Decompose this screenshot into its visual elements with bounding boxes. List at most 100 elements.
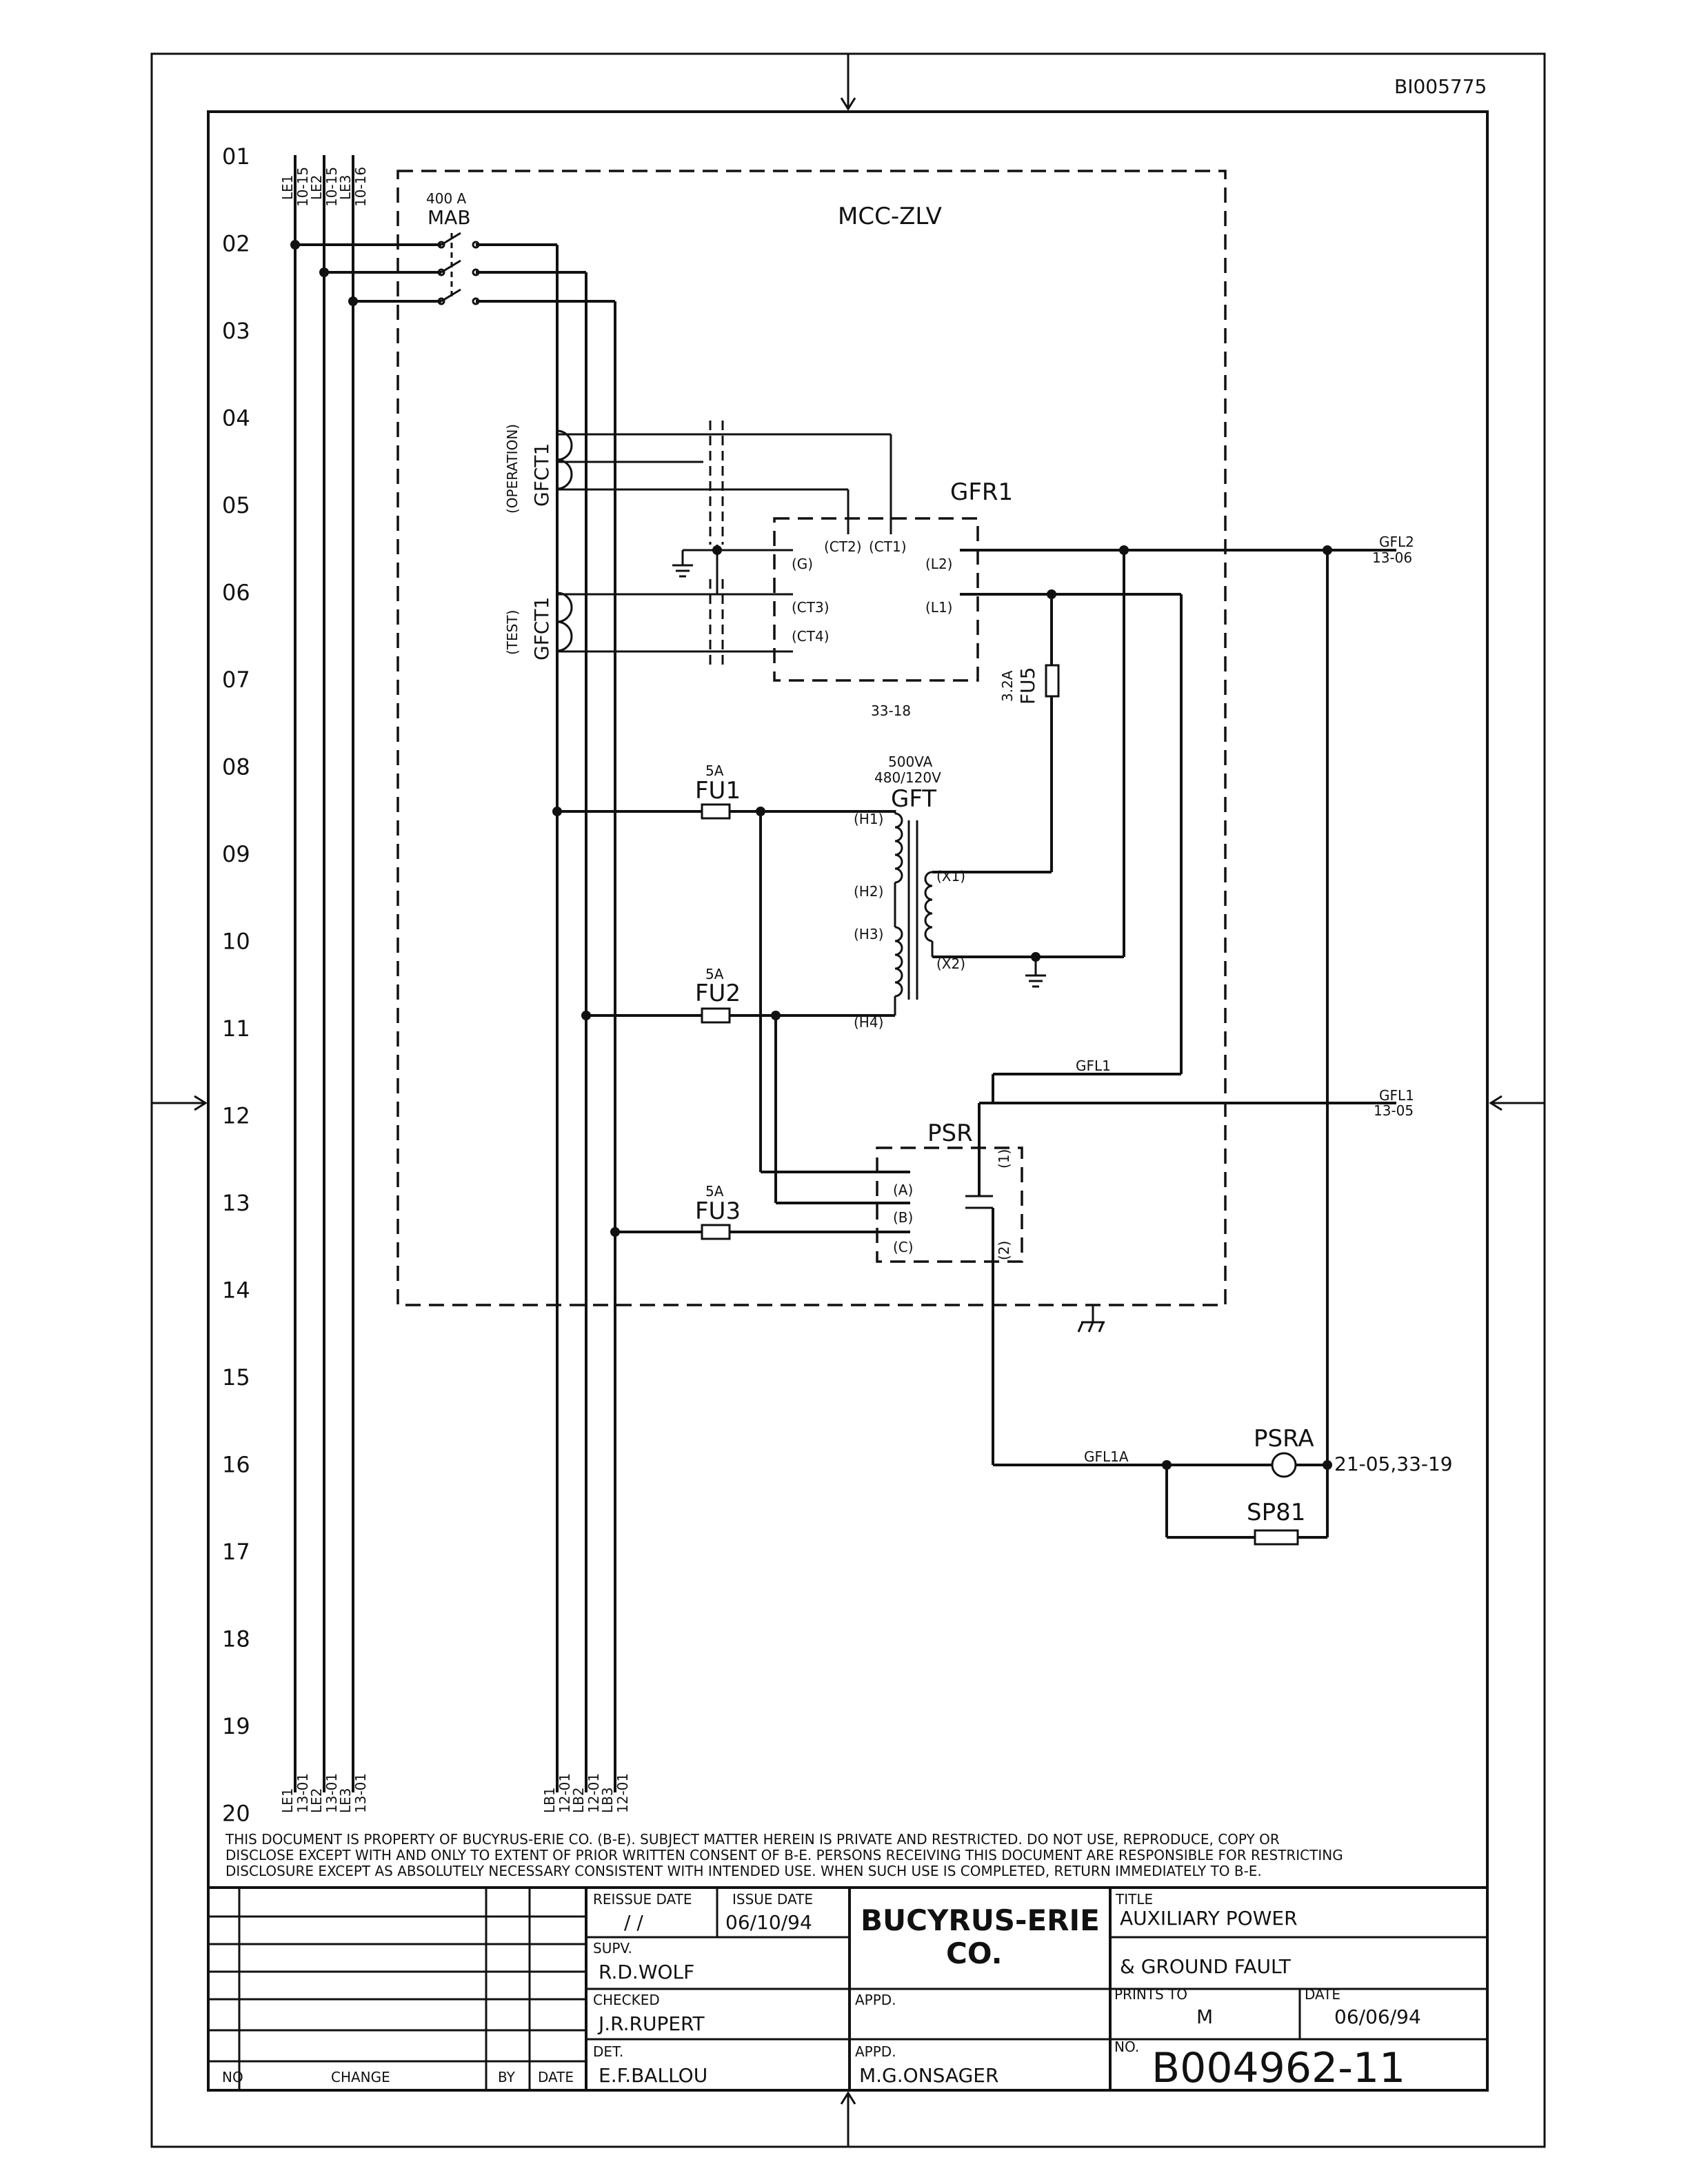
row-label: 10: [222, 929, 250, 955]
det-name: E.F.BALLOU: [599, 2064, 707, 2087]
gfl2-ref: 13-06: [1372, 549, 1412, 566]
row-label: 13: [222, 1190, 250, 1216]
mcc-label: MCC-ZLV: [838, 203, 942, 230]
sp81-label: SP81: [1247, 1499, 1305, 1526]
gft-h1: (H1): [854, 811, 883, 827]
gft-label: GFT: [891, 785, 936, 813]
fu1-rating: 5A: [705, 762, 724, 779]
drawing-number: B004962-11: [1152, 2044, 1405, 2092]
mab-rating: 400 A: [426, 190, 467, 207]
psra-ref: 21-05,33-19: [1334, 1453, 1453, 1475]
le2-bot-ref: 13-01: [323, 1773, 340, 1813]
gfl2-label: GFL2: [1379, 534, 1414, 550]
gfr1-ref: 33-18: [871, 702, 911, 719]
le-bus: [294, 155, 354, 1792]
le1-top: LE1: [279, 174, 296, 200]
row-label: 19: [222, 1713, 250, 1739]
row-label: 17: [222, 1539, 250, 1565]
gfct1-op-note: (OPERATION): [504, 424, 521, 514]
row-label: 15: [222, 1364, 250, 1391]
reissue-date-label: REISSUE DATE: [593, 1891, 692, 1908]
gfct1-test: [556, 592, 793, 653]
le2-top: LE2: [308, 174, 325, 200]
lb-bus: [556, 245, 616, 1792]
fu2-rating: 5A: [705, 966, 724, 982]
title-line-1: AUXILIARY POWER: [1120, 1907, 1298, 1930]
checked-name: J.R.RUPERT: [597, 2012, 705, 2035]
fu2-wire: [581, 996, 910, 1204]
supv-name: R.D.WOLF: [599, 1961, 694, 1983]
checked-label: CHECKED: [593, 1992, 660, 2008]
company-line-1: BUCYRUS-ERIE: [861, 1903, 1100, 1937]
mab-label: MAB: [428, 206, 471, 229]
term-g: (G): [792, 556, 813, 572]
gft-x1: (X1): [936, 868, 965, 884]
gfct1-test-label: GFCT1: [530, 597, 553, 660]
term-ct2: (CT2): [824, 538, 862, 555]
term-ct3: (CT3): [792, 599, 830, 616]
row-label: 12: [222, 1103, 250, 1129]
gft-v: 480/120V: [874, 769, 941, 786]
gft-transformer: [894, 810, 1124, 1000]
gfct1-op-label: GFCT1: [530, 443, 553, 507]
le1-top-ref: 10-15: [294, 167, 311, 207]
psr-box: [876, 1146, 1023, 1263]
term-l2: (L2): [925, 556, 952, 572]
fu5-rating: 3.2A: [999, 670, 1016, 702]
le3-bot: LE3: [337, 1788, 354, 1813]
fu1-label: FU1: [695, 777, 741, 805]
appd1-label: APPD.: [855, 1992, 896, 2008]
row-label: 16: [222, 1452, 250, 1478]
appd2-label: APPD.: [855, 2043, 896, 2060]
row-label: 14: [222, 1277, 250, 1304]
l1-wire: [932, 589, 1183, 1103]
psr-2: (2): [996, 1241, 1012, 1260]
rev-by-header: BY: [498, 2069, 516, 2085]
le3-top: LE3: [337, 174, 354, 200]
title-block: [207, 1886, 1489, 2092]
le2-bot: LE2: [308, 1788, 325, 1813]
issue-date-label: ISSUE DATE: [732, 1891, 813, 1908]
gft-h3: (H3): [854, 926, 883, 942]
gfr1-label: GFR1: [950, 478, 1013, 506]
le1-bot: LE1: [279, 1788, 296, 1813]
row-label: 20: [222, 1801, 250, 1827]
fu3-rating: 5A: [705, 1183, 724, 1200]
row-label: 18: [222, 1626, 250, 1652]
lb1-bot-ref: 12-01: [556, 1773, 573, 1813]
doc-id: BI005775: [1394, 75, 1487, 98]
lb3-bot-ref: 12-01: [614, 1773, 631, 1813]
fu5-label: FU5: [1016, 667, 1039, 705]
term-ct4: (CT4): [792, 628, 830, 645]
term-ct1: (CT1): [869, 538, 907, 555]
gfct1-operation: [556, 429, 892, 534]
row-label: 01: [222, 143, 250, 170]
term-l1: (L1): [925, 599, 952, 616]
gft-h2: (H2): [854, 883, 883, 900]
row-label: 07: [222, 667, 250, 693]
row-label: 03: [222, 318, 250, 344]
psr-contact: [965, 1074, 1396, 1465]
appd2-name: M.G.ONSAGER: [859, 2064, 998, 2087]
row-label: 08: [222, 754, 250, 780]
fu2-label: FU2: [695, 980, 741, 1007]
le3-bot-ref: 13-01: [352, 1773, 369, 1813]
shielded-cable: [672, 421, 793, 665]
notice-line-1: THIS DOCUMENT IS PROPERTY OF BUCYRUS-ERI…: [225, 1831, 1280, 1848]
gft-va: 500VA: [888, 754, 933, 770]
no-label: NO.: [1114, 2039, 1139, 2055]
issue-date: 06/10/94: [725, 1911, 812, 1934]
psr-b: (B): [893, 1209, 913, 1226]
rev-change-header: CHANGE: [331, 2069, 390, 2085]
psra-label: PSRA: [1254, 1425, 1314, 1453]
row-label: 11: [222, 1015, 250, 1042]
title-label: TITLE: [1115, 1891, 1153, 1908]
gfl1a-label: GFL1A: [1084, 1448, 1129, 1465]
psr-1: (1): [996, 1149, 1012, 1169]
lb2-bot: LB2: [570, 1787, 587, 1813]
company-line-2: CO.: [946, 1937, 1003, 1970]
gfl1-label: GFL1: [1379, 1087, 1414, 1104]
psr-a: (A): [893, 1182, 913, 1198]
row-label: 02: [222, 231, 250, 257]
